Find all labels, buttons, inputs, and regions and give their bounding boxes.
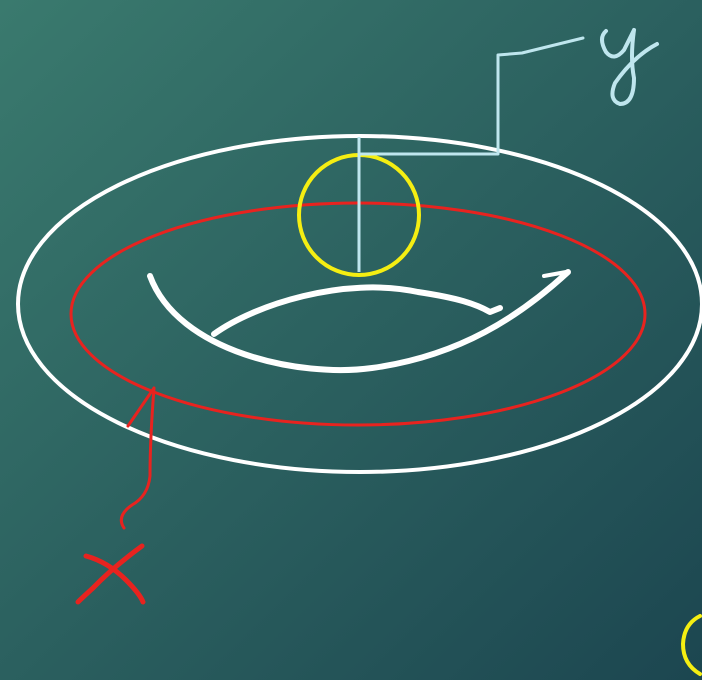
torus-hole-lower-curve (147, 269, 571, 374)
yellow-arc-fragment-icon (681, 614, 702, 676)
torus-hole-end-tick (542, 270, 568, 278)
label-y-glyph (600, 28, 659, 106)
y-leader-bracket (357, 36, 585, 156)
torus-hole-upper-curve (211, 284, 503, 337)
label-x: x (110, 581, 112, 583)
label-x-glyph (75, 543, 146, 605)
x-leader-line (119, 386, 156, 530)
torus-outer-outline (16, 134, 702, 474)
